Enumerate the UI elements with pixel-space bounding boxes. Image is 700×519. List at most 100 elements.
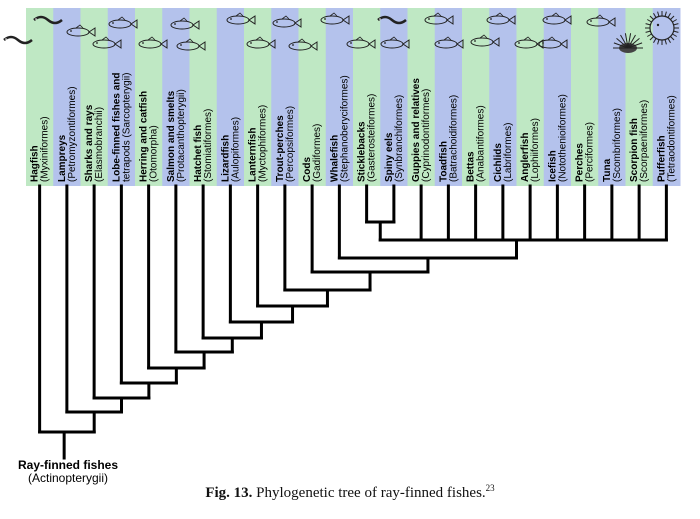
- stripe: [516, 8, 545, 186]
- taxon-order: (Anabantiformes): [476, 105, 487, 182]
- taxon-order: (Batrachoidiformes): [448, 95, 459, 182]
- taxon-label: Trout-perches(Percopsiformes): [275, 106, 296, 182]
- taxon-name: Salmon and smelts: [166, 90, 177, 182]
- stripe: [652, 8, 681, 186]
- taxon-order: (Protacanthopterygii): [176, 89, 187, 182]
- stickleback-icon: [320, 12, 350, 25]
- taxon-name: Tuna: [602, 158, 613, 182]
- taxon-order: (Synbranchiformes): [394, 95, 405, 182]
- taxon-order: (Stomiatiformes): [203, 109, 214, 182]
- taxon-label: Anglerfish(Lophiiformes): [520, 118, 541, 182]
- taxon-order: (Labriformes): [503, 123, 514, 182]
- taxon-order: (Cyprinodontiformes): [421, 89, 432, 182]
- taxon-name: Lanternfish: [248, 128, 259, 182]
- taxon-label: Scorpion fish(Scorpaeniformes): [629, 100, 650, 182]
- taxon-name: Hagfish: [30, 145, 41, 182]
- tree-branches: [38, 184, 668, 460]
- stripe: [107, 8, 136, 186]
- taxon-name: Whalefish: [329, 135, 340, 182]
- taxon-label: Cods(Gadiformes): [302, 124, 323, 182]
- salmon-icon: [138, 36, 168, 49]
- taxon-label: Bettas(Anabantiformes): [466, 105, 487, 182]
- taxon-label: Hagfish(Myxiniformes): [30, 116, 51, 182]
- lamprey-icon: [33, 15, 63, 25]
- taxon-order: (Elasmobranchii): [94, 107, 105, 182]
- taxon-name: Hatchet fish: [193, 125, 204, 182]
- pufferfish-icon: [586, 14, 616, 27]
- toadfish-icon: [380, 36, 410, 49]
- scorpionfish-icon: [613, 33, 643, 53]
- taxon-order: (Percopsiformes): [285, 106, 296, 182]
- taxon-order: (Lophiiformes): [530, 118, 541, 182]
- stripe: [271, 8, 299, 186]
- stripe: [135, 8, 163, 186]
- stripe: [162, 8, 190, 186]
- taxon-label: Lizardfish(Aulopiformes): [220, 117, 241, 182]
- troutperch-icon: [246, 36, 276, 49]
- figure-caption: Fig. 13. Phylogenetic tree of ray-finned…: [0, 483, 700, 502]
- taxon-name: Lobe-finned fishes and: [111, 73, 122, 182]
- stripe: [189, 8, 218, 186]
- stripe: [325, 8, 354, 186]
- taxon-order: (Perciformes): [585, 122, 596, 182]
- stripe: [298, 8, 327, 186]
- lizardfish-icon: [176, 38, 206, 51]
- taxon-label: Tuna(Scombriformes): [602, 108, 623, 182]
- taxon-name: Spiny eels: [384, 132, 395, 182]
- taxon-order: (Myctophiformes): [258, 105, 269, 182]
- color-stripes: [26, 8, 681, 186]
- root-latin: (Actinopterygii): [27, 471, 109, 485]
- whalefish-icon: [288, 38, 318, 51]
- coelacanth-icon: [108, 16, 138, 29]
- taxon-name: Guppies and relatives: [411, 78, 422, 182]
- taxon-label: Hatchet fish(Stomiatiformes): [193, 109, 214, 182]
- taxon-label: Herring and catfish(Otomorpha): [139, 91, 160, 182]
- taxon-order: (Myxiniformes): [40, 116, 51, 182]
- taxon-label: Lampreys(Petromyzontiformes): [57, 86, 78, 182]
- taxon-order: (Petromyzontiformes): [67, 86, 78, 182]
- taxon-name: Trout-perches: [275, 115, 286, 182]
- taxon-order: (Gadiformes): [312, 124, 323, 182]
- stripe: [489, 8, 517, 186]
- betta-icon: [424, 12, 454, 25]
- herring-icon: [92, 36, 122, 49]
- taxon-order: (Stephanoberyciformes): [339, 75, 350, 182]
- stripe: [407, 8, 436, 186]
- taxon-name: Sharks and rays: [84, 104, 95, 182]
- taxon-name: Scorpion fish: [629, 118, 640, 182]
- taxon-name: Icefish: [547, 150, 558, 182]
- taxon-name: Perches: [575, 143, 586, 182]
- taxon-label: Toadfish(Batrachoidiformes): [438, 95, 459, 182]
- taxon-name: Toadfish: [438, 141, 449, 182]
- caption-prefix: Fig. 13.: [205, 485, 253, 501]
- lanternfish-icon: [226, 12, 256, 25]
- taxon-name: Pufferfish: [656, 135, 667, 182]
- shark-icon: [66, 24, 96, 37]
- taxon-labels: Hagfish(Myxiniformes) Lampreys(Petromyzon…: [30, 73, 678, 183]
- stripe: [571, 8, 599, 186]
- hatchetfish-icon: [170, 17, 200, 30]
- guppy-icon: [377, 15, 407, 25]
- taxon-name: Anglerfish: [520, 133, 531, 182]
- taxon-order: (Tetraodontiformes): [666, 95, 677, 182]
- taxon-name: Lampreys: [57, 134, 68, 182]
- taxon-label: Lanternfish(Myctophiformes): [248, 105, 269, 182]
- icefish-icon: [470, 34, 500, 47]
- taxon-name: Sticklebacks: [357, 121, 368, 182]
- scorpionfish-icon: [538, 36, 568, 49]
- taxon-order: (Scorpaeniformes): [639, 100, 650, 182]
- cichlid-icon: [434, 36, 464, 49]
- stripe: [80, 8, 109, 186]
- taxon-order: (Otomorpha): [149, 125, 160, 182]
- stripe: [598, 8, 626, 186]
- taxon-label: Whalefish(Stephanoberyciformes): [329, 75, 350, 182]
- stripe: [353, 8, 381, 186]
- taxon-label: Salmon and smelts(Protacanthopterygii): [166, 89, 187, 182]
- taxon-order: (Scombriformes): [612, 108, 623, 182]
- root-name: Ray-finned fishes: [17, 458, 119, 472]
- taxon-label: Pufferfish(Tetraodontiformes): [656, 95, 677, 182]
- stripe: [53, 8, 81, 186]
- taxon-label: Spiny eels(Synbranchiformes): [384, 95, 405, 182]
